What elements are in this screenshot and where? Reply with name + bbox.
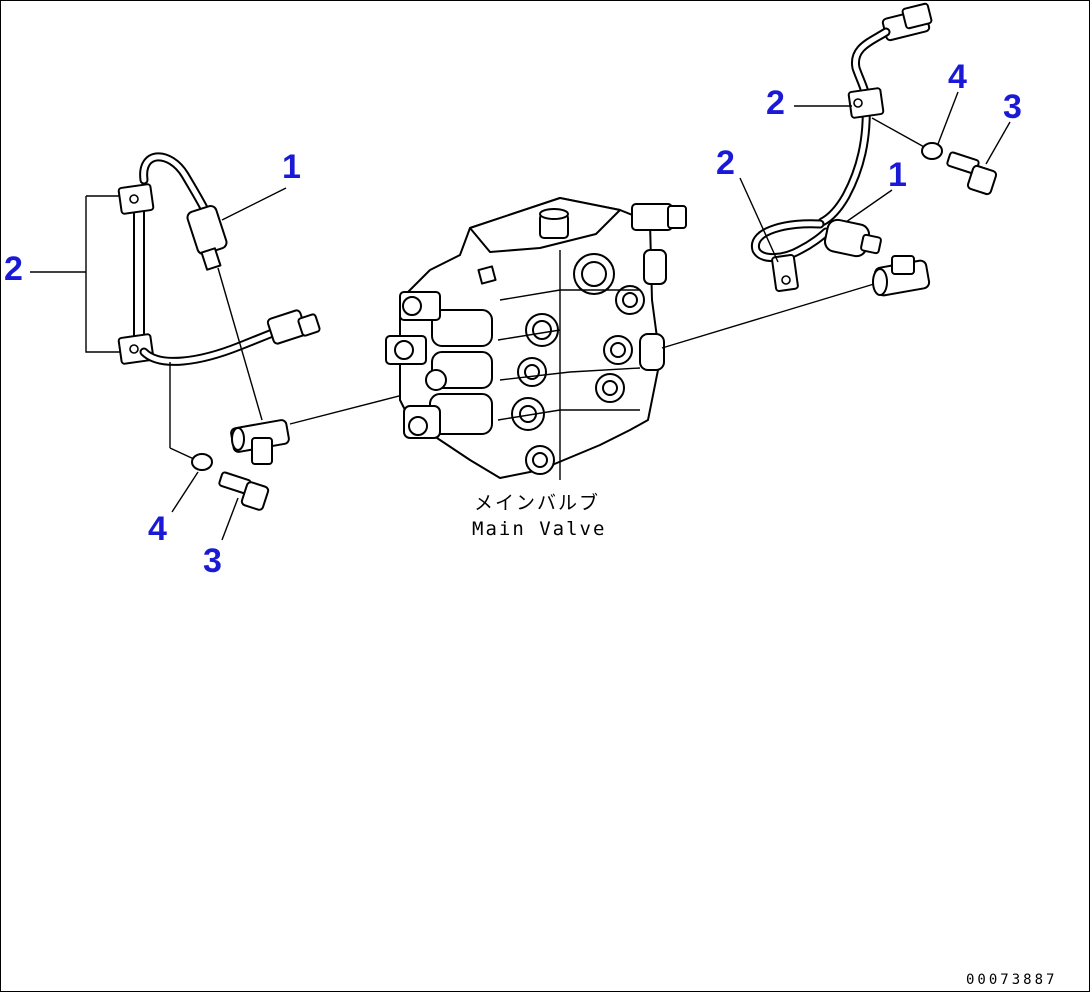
callouts: 2 1 4 3 2 2 4 3 1 (4, 58, 1022, 580)
left-hose-assembly (30, 152, 431, 511)
callout-left-2: 2 (4, 250, 23, 288)
valve-spool-caps (385, 291, 493, 439)
right-pressure-switch (823, 218, 882, 258)
callout-left-4: 4 (148, 510, 167, 548)
left-washer (191, 453, 213, 471)
main-valve: メインバルブ Main Valve (385, 197, 687, 540)
left-clamp-top (117, 183, 155, 215)
right-bolt (946, 151, 998, 196)
right-elbow-fitting (872, 255, 931, 297)
left-hose-connector (266, 309, 321, 345)
callout-left-3: 3 (203, 542, 222, 580)
callout-left-1: 1 (282, 148, 301, 186)
left-pressure-switch (186, 205, 228, 271)
callout-right-3: 3 (1003, 88, 1022, 126)
callout-right-1: 1 (888, 156, 907, 194)
right-clamp-top (847, 87, 885, 119)
right-hose-connector (881, 2, 933, 42)
callout-right-2-top: 2 (766, 84, 785, 122)
drawing-code: 00073887 (966, 972, 1057, 988)
right-clamp-lower (771, 254, 799, 292)
right-hose-assembly (661, 2, 998, 349)
callout-right-4: 4 (948, 58, 967, 96)
right-washer (921, 142, 943, 160)
main-valve-label-ja: メインバルブ (474, 491, 600, 514)
main-valve-label-en: Main Valve (472, 518, 606, 540)
callout-right-2-lower: 2 (716, 144, 735, 182)
left-bolt (218, 471, 270, 511)
left-tee-fitting (230, 419, 290, 465)
